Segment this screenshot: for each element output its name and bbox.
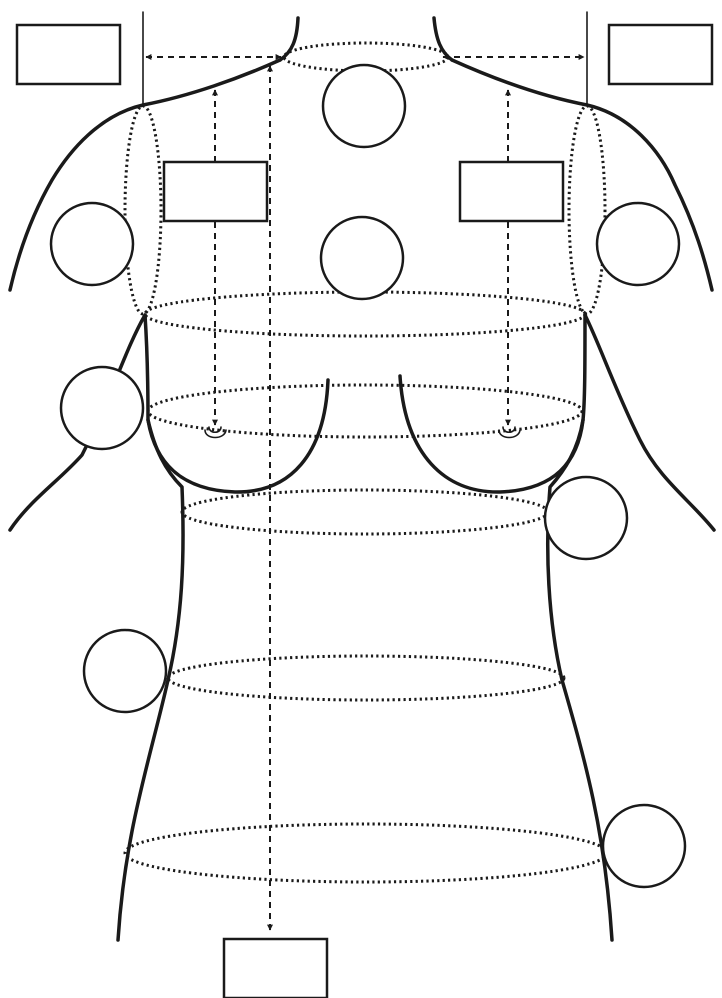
shoulder-left bbox=[143, 60, 280, 105]
label-box-left-shoulder-to-bust bbox=[164, 162, 267, 221]
label-circle-waist-left bbox=[84, 630, 166, 712]
label-circle-arm-left bbox=[61, 367, 143, 449]
label-circle-armhole-left bbox=[51, 203, 133, 285]
breast-right bbox=[400, 376, 583, 492]
label-circle-neck bbox=[323, 65, 405, 147]
underbust-ring bbox=[182, 490, 548, 534]
armhole-ring-left bbox=[125, 106, 161, 314]
waist-ring bbox=[168, 656, 564, 700]
neck-right bbox=[434, 18, 452, 60]
breast-left bbox=[148, 380, 328, 492]
neck-left bbox=[280, 18, 298, 60]
nipple-right bbox=[499, 427, 520, 438]
label-circle-underbust-right bbox=[545, 477, 627, 559]
hip-ring bbox=[125, 824, 607, 882]
label-circle-armhole-right bbox=[597, 203, 679, 285]
shoulder-right bbox=[452, 60, 587, 105]
bust-ring bbox=[148, 385, 582, 437]
torso-outline bbox=[10, 18, 714, 940]
label-box-bottom-front-length bbox=[224, 939, 327, 998]
label-box-top-left bbox=[17, 25, 120, 84]
label-circle-hip-right bbox=[603, 805, 685, 887]
armhole-ring-right bbox=[569, 106, 605, 314]
label-circle-chest bbox=[321, 217, 403, 299]
label-box-top-right bbox=[609, 25, 712, 84]
label-box-right-shoulder-to-bust bbox=[460, 162, 563, 221]
